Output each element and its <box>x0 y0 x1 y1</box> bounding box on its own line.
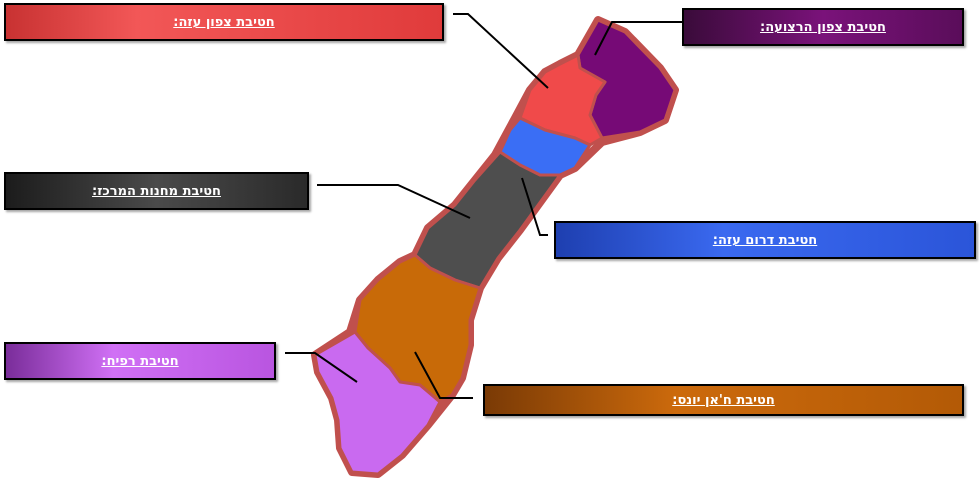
region-rafah[interactable] <box>313 330 442 476</box>
leader-line-rafah <box>285 352 358 383</box>
label-nuseirat[interactable]: חטיבת צפון הרצועה: <box>682 8 964 46</box>
label-khan-yunis[interactable]: חטיבת ח'אן יונס: <box>483 384 964 416</box>
leader-line-khan-yunis <box>414 351 473 399</box>
leader-line-south-gaza <box>521 177 548 236</box>
leader-line-central-camps <box>317 184 471 219</box>
label-rafah[interactable]: חטיבת רפיח: <box>4 342 276 380</box>
label-central-camps[interactable]: חטיבת מחנות המרכז: <box>4 172 309 210</box>
label-south-gaza[interactable]: חטיבת דרום עזה: <box>554 221 976 259</box>
label-north-gaza[interactable]: חטיבת צפון עזה: <box>4 3 444 41</box>
leader-line-nuseirat <box>594 21 682 56</box>
leader-line-north-gaza <box>453 13 549 89</box>
